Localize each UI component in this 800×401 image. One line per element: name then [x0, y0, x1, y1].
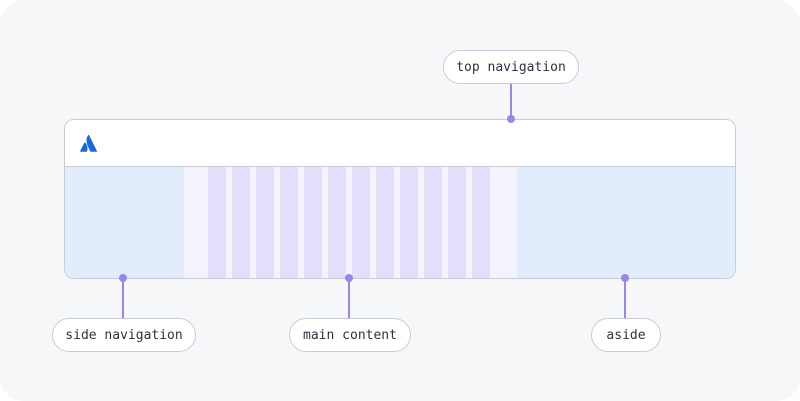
grid-column: [208, 167, 226, 278]
main-content-region: [184, 167, 517, 278]
grid-column: [280, 167, 298, 278]
grid-column: [400, 167, 418, 278]
grid-column: [424, 167, 442, 278]
side-navigation-label: side navigation: [52, 318, 196, 352]
atlassian-logo-icon: [80, 134, 98, 152]
side-navigation-region: [65, 167, 184, 278]
top-navigation-connector: [510, 84, 512, 119]
grid-column: [328, 167, 346, 278]
grid-column: [304, 167, 322, 278]
top-navigation-label: top navigation: [443, 50, 579, 84]
main-content-connector: [348, 278, 350, 318]
side-navigation-connector: [122, 278, 124, 318]
aside-label: aside: [591, 318, 661, 352]
aside-region: [517, 167, 735, 278]
main-content-label: main content: [289, 318, 411, 352]
grid-column: [448, 167, 466, 278]
grid-column: [232, 167, 250, 278]
top-navigation-connector-dot: [507, 115, 515, 123]
aside-connector: [624, 278, 626, 318]
grid-column: [472, 167, 490, 278]
grid-column: [256, 167, 274, 278]
page-layout-frame: [64, 119, 736, 279]
grid-column: [352, 167, 370, 278]
grid-column: [376, 167, 394, 278]
top-navigation-region: [65, 120, 735, 167]
